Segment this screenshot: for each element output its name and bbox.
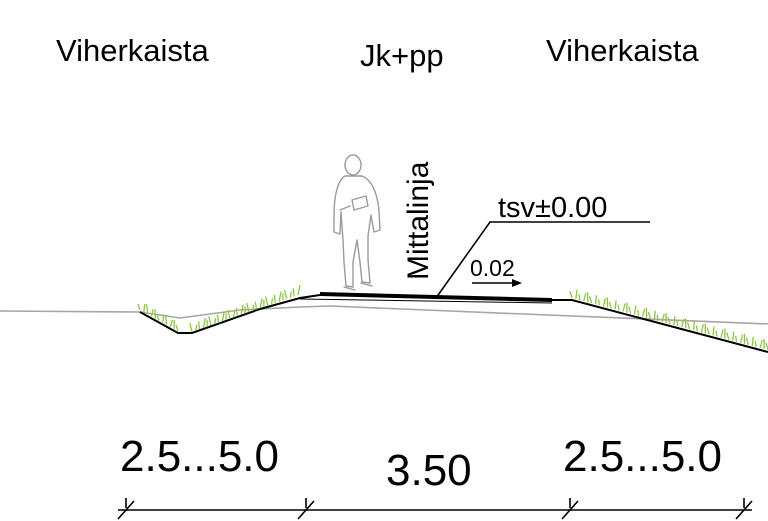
grass-blade	[681, 318, 685, 328]
dimension-center-label: 3.50	[386, 446, 472, 495]
grass-blade	[720, 329, 724, 338]
grass-blade	[227, 309, 231, 319]
grass-blade	[259, 298, 263, 309]
grass-blade	[232, 311, 236, 318]
right-slope-profile	[552, 299, 768, 353]
grass-blade	[647, 311, 652, 319]
grass-blade	[278, 291, 282, 302]
grass-blade	[297, 284, 301, 296]
left-ditch-profile	[139, 294, 321, 334]
grass-blade	[156, 314, 160, 321]
grass-blade	[145, 304, 149, 315]
grass-blade	[235, 308, 239, 317]
grass-blade	[214, 317, 217, 325]
path-base	[299, 298, 553, 304]
dimension-ticks	[117, 498, 753, 520]
grass-blade	[602, 298, 607, 307]
grass-blade	[622, 303, 626, 312]
grass-blade	[661, 313, 665, 323]
grass-blade	[686, 322, 691, 330]
slope-arrow-head	[512, 279, 522, 287]
grass-blade	[588, 296, 593, 304]
grass-blade	[254, 301, 258, 310]
grass-blade	[712, 326, 715, 336]
grass-hatching	[137, 284, 768, 351]
measurement-line-label: Mittalinja	[402, 161, 435, 280]
grass-blade	[617, 304, 620, 311]
grass-blade	[292, 288, 295, 297]
grass-blade	[202, 317, 207, 329]
grass-blade	[175, 324, 179, 332]
elevation-leader-line	[435, 221, 650, 299]
grass-blade	[656, 314, 659, 322]
grass-blade	[759, 339, 763, 349]
dimension-left-label: 2.5...5.0	[120, 432, 280, 481]
zone-center-label: Jk+pp	[360, 38, 444, 73]
grass-blade	[641, 308, 646, 317]
grass-blade	[240, 304, 244, 315]
pedestrian-figure-icon	[333, 154, 381, 291]
zone-left-label: Viherkaista	[56, 33, 209, 68]
grass-blade	[189, 322, 193, 333]
grass-blade	[273, 294, 276, 303]
grass-blade	[608, 301, 612, 309]
grass-blade	[221, 311, 225, 322]
zone-right-label: Viherkaista	[546, 33, 699, 68]
grass-blade	[634, 305, 637, 315]
grass-blade	[628, 306, 632, 314]
grass-blade	[676, 319, 679, 327]
grass-blade	[195, 324, 198, 331]
grass-blade	[597, 299, 601, 306]
grass-blade	[614, 300, 617, 310]
grass-blade	[246, 303, 250, 313]
grass-blade	[734, 335, 738, 342]
grass-blade	[265, 296, 269, 306]
grass-blade	[251, 304, 255, 312]
grass-blade	[692, 321, 696, 331]
grass-blade	[137, 303, 141, 311]
grass-blade	[197, 321, 201, 330]
grass-blade	[706, 327, 710, 335]
grass-blade	[150, 309, 155, 317]
grass-blade	[208, 316, 212, 326]
grass-blade	[283, 289, 288, 300]
grass-blade	[732, 331, 735, 341]
grass-blade	[745, 337, 750, 345]
grass-blade	[751, 336, 754, 346]
grass-blade	[143, 304, 146, 313]
grass-blade	[575, 289, 578, 300]
slope-label: 0.02	[470, 255, 515, 281]
grass-blade	[216, 314, 220, 323]
grass-blade	[673, 315, 676, 326]
grass-blade	[169, 319, 174, 327]
grass-blade	[578, 293, 581, 301]
grass-blade	[162, 314, 165, 323]
grass-blade	[653, 310, 656, 320]
grass-blade	[700, 324, 705, 333]
grass-blade	[726, 332, 730, 340]
grass-blade	[667, 316, 671, 325]
grass-blade	[594, 295, 598, 305]
grass-blade	[289, 291, 293, 298]
existing-ground-line	[0, 305, 768, 325]
dimension-right-label: 2.5...5.0	[563, 432, 723, 481]
grass-blade	[715, 330, 718, 337]
grass-blade	[164, 314, 168, 325]
grass-blade	[583, 292, 587, 302]
elevation-label: tsv±0.00	[498, 192, 607, 224]
grass-blade	[636, 309, 640, 316]
grass-blade	[754, 340, 757, 348]
grass-blade	[569, 290, 573, 299]
grass-blade	[695, 325, 699, 332]
grass-blade	[270, 298, 274, 305]
grass-blade	[739, 334, 744, 343]
